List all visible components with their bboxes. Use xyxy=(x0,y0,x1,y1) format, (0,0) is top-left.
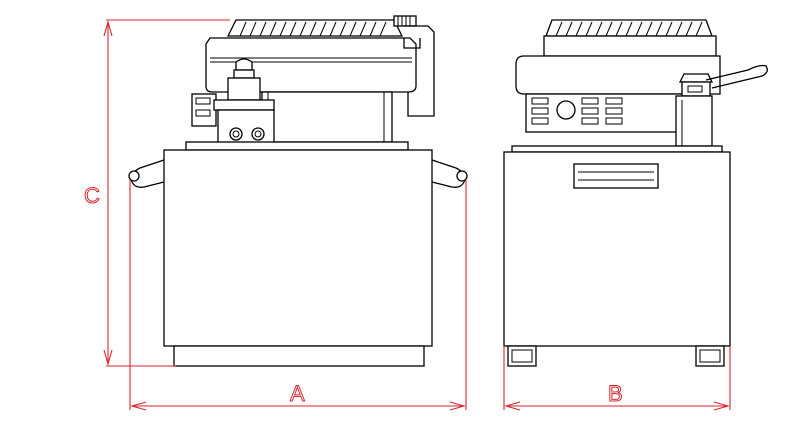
dimension-labels: A B C xyxy=(84,183,624,407)
dimension-label-a: A xyxy=(290,381,305,406)
front-view xyxy=(128,15,468,367)
side-tank xyxy=(503,145,731,367)
side-valve-lever xyxy=(675,64,768,147)
front-tank xyxy=(128,141,468,367)
dimension-label-c: C xyxy=(84,183,100,208)
side-view xyxy=(503,19,768,367)
dimension-label-b: B xyxy=(608,381,623,406)
dimension-lines xyxy=(103,19,731,411)
side-motor-shroud xyxy=(515,19,721,133)
front-valve-block xyxy=(191,58,275,151)
